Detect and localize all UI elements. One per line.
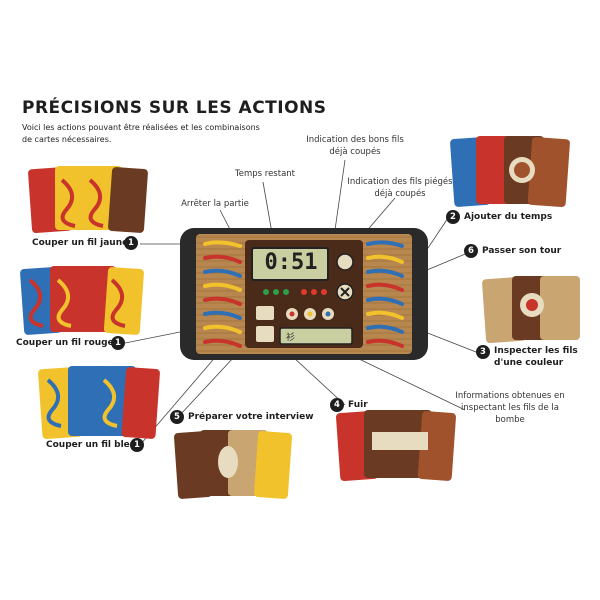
callout-arreter: Arrêter la partie: [181, 199, 249, 209]
cards-add-time: [450, 136, 570, 208]
action-label-bleu: Couper un fil bleu: [46, 440, 137, 450]
action-label-jaune: Couper un fil jaune: [32, 238, 129, 248]
action-label-rouge: Couper un fil rouge: [16, 338, 114, 348]
page-title: PRÉCISIONS SUR LES ACTIONS: [22, 98, 327, 118]
intro-text: Voici les actions pouvant être réalisées…: [22, 123, 260, 144]
timer-display: 0:51: [264, 250, 318, 275]
cards-interview: [174, 430, 292, 499]
action-label-fuir: Fuir: [348, 400, 368, 410]
cards-flee: [336, 410, 456, 481]
phone: 衫: [180, 228, 428, 360]
action-label-ajouter: Ajouter du temps: [464, 212, 553, 222]
cards-blue: [38, 366, 160, 440]
cards-yellow: [28, 166, 148, 234]
action-number-fuir: 4: [330, 398, 344, 412]
action-number-interview: 5: [170, 410, 184, 424]
action-label-inspecter: Inspecter les fils d'une couleur: [494, 346, 578, 368]
action-number-inspecter: 3: [476, 345, 490, 359]
action-label-interview: Préparer votre interview: [188, 412, 314, 422]
action-number-ajouter: 2: [446, 210, 460, 224]
action-label-passer: Passer son tour: [482, 246, 562, 256]
callout-informations: Informations obtenues en inspectant les …: [455, 391, 565, 425]
callout-fils-pieges: Indication des fils piégés déjà coupés: [347, 177, 453, 199]
callout-temps-restant: Temps restant: [234, 169, 295, 179]
svg-text:衫: 衫: [286, 332, 295, 343]
cards-red: [20, 266, 144, 335]
callout-bons-fils: Indication des bons fils déjà coupés: [306, 135, 404, 157]
action-number-jaune: 1: [124, 236, 138, 250]
cards-inspect: [482, 276, 580, 344]
action-number-passer: 6: [464, 244, 478, 258]
action-number-rouge: 1: [111, 336, 125, 350]
action-number-bleu: 1: [130, 438, 144, 452]
